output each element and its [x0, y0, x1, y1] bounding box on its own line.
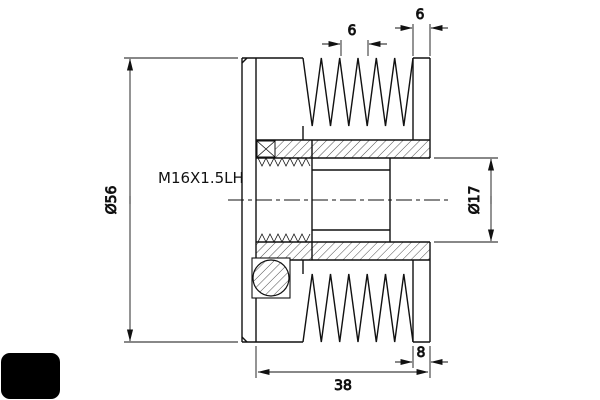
rib-section-dim-label: 6: [348, 23, 357, 39]
outer-diameter-label: Ø56: [104, 185, 120, 214]
logo-block: [1, 353, 60, 399]
seal-box: [256, 140, 276, 158]
thread-profile: [257, 157, 311, 243]
bearing-ball: [251, 257, 291, 299]
dim-rib-section: 6: [322, 23, 387, 56]
dim-bearing-width: 8: [395, 345, 448, 368]
overall-width-dim-label: 38: [334, 378, 352, 394]
bearing-width-dim-label: 8: [417, 345, 426, 361]
dim-flange: 6: [395, 7, 448, 56]
rib-profile-bottom: [302, 273, 414, 343]
rib-profile-top: [302, 57, 414, 127]
thread-label: M16X1.5LH: [158, 169, 244, 187]
bore-diameter-label: Ø17: [467, 186, 483, 215]
dim-outer-diameter: Ø56: [104, 57, 238, 343]
flange-dim-label: 6: [416, 7, 425, 23]
dim-bore-diameter: Ø17: [434, 157, 498, 243]
hatch-band-bottom: [256, 242, 430, 260]
dim-overall-width: 38: [255, 346, 431, 394]
hatch-band-top: [256, 140, 430, 158]
